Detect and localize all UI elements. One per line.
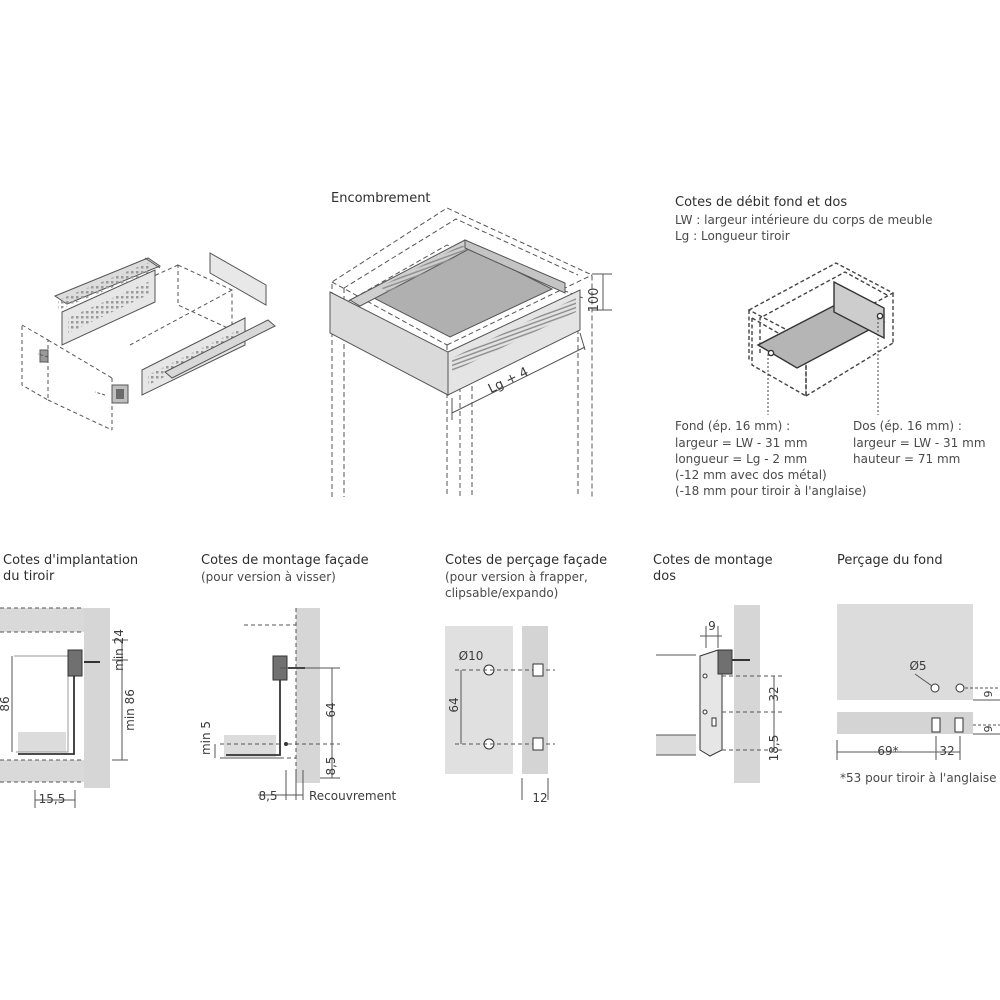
implantation-title-line2: du tiroir — [3, 569, 55, 584]
montage-facade-64-dimension: 64 — [324, 702, 338, 717]
encombrement-title: Encombrement — [331, 191, 431, 206]
implantation-min24-dimension: min 24 — [112, 629, 126, 671]
implantation-title-line1: Cotes d'implantation — [3, 553, 139, 568]
encombrement-height-dimension: 100 — [587, 288, 602, 313]
percage-facade-12-dimension: 12 — [532, 791, 547, 805]
montage-dos-32-dimension: 32 — [767, 686, 781, 701]
montage-facade-subtitle: (pour version à visser) — [201, 570, 336, 584]
montage-facade-8-5-vertical-dimension: 8,5 — [324, 756, 338, 775]
percage-facade-d10-dimension: Ø10 — [459, 649, 484, 663]
dos-spec-1: largeur = LW - 31 mm — [853, 436, 986, 450]
implantation-15-5-dimension: 15,5 — [39, 792, 66, 806]
implantation-86-dimension: 86 — [0, 696, 12, 711]
fond-spec-3: (-12 mm avec dos métal) — [675, 468, 827, 482]
percage-facade-drawing — [445, 626, 555, 800]
montage-facade-recouvrement-label: Recouvrement — [309, 789, 397, 803]
montage-dos-title-line1: Cotes de montage — [653, 553, 773, 568]
percage-fond-69-dimension: 69* — [877, 744, 898, 758]
percage-facade-64-dimension: 64 — [447, 697, 461, 712]
percage-facade-subtitle-1: (pour version à frapper, — [445, 570, 588, 584]
montage-facade-8-5-horizontal-dimension: 8,5 — [258, 789, 277, 803]
exploded-drawer-view — [21, 252, 276, 431]
percage-fond-d5-dimension: Ø5 — [909, 659, 926, 673]
implantation-drawing — [0, 607, 128, 808]
montage-dos-9-dimension: 9 — [708, 619, 716, 633]
percage-fond-drawing — [836, 604, 1000, 760]
debit-lg-definition: Lg : Longueur tiroir — [675, 229, 790, 243]
montage-dos-drawing — [656, 605, 782, 783]
dos-spec-0: Dos (ép. 16 mm) : — [853, 419, 962, 433]
montage-facade-drawing — [214, 608, 340, 800]
fond-spec-0: Fond (ép. 16 mm) : — [675, 419, 791, 433]
montage-dos-18-5-dimension: 18,5 — [767, 735, 781, 762]
percage-facade-subtitle-2: clipsable/expando) — [445, 586, 559, 600]
implantation-min86-dimension: min 86 — [123, 689, 137, 731]
percage-facade-title: Cotes de perçage façade — [445, 553, 608, 568]
montage-facade-min5-dimension: min 5 — [199, 721, 213, 755]
montage-dos-title-line2: dos — [653, 569, 676, 584]
montage-facade-title: Cotes de montage façade — [201, 553, 369, 568]
debit-lw-definition: LW : largeur intérieure du corps de meub… — [675, 213, 933, 227]
fond-spec-2: longueur = Lg - 2 mm — [675, 452, 808, 466]
percage-fond-9-bottom-dimension: 9 — [982, 726, 995, 733]
fond-spec-4: (-18 mm pour tiroir à l'anglaise) — [675, 484, 867, 498]
fond-spec-1: largeur = LW - 31 mm — [675, 436, 808, 450]
percage-fond-9-top-dimension: 9 — [982, 691, 995, 698]
encombrement-drawer-view — [329, 207, 612, 497]
percage-fond-32-dimension: 32 — [939, 744, 954, 758]
dos-spec-2: hauteur = 71 mm — [853, 452, 961, 466]
percage-fond-note: *53 pour tiroir à l'anglaise — [840, 771, 997, 785]
percage-fond-title: Perçage du fond — [837, 553, 943, 568]
debit-title: Cotes de débit fond et dos — [675, 195, 848, 210]
debit-box-view — [747, 262, 895, 415]
